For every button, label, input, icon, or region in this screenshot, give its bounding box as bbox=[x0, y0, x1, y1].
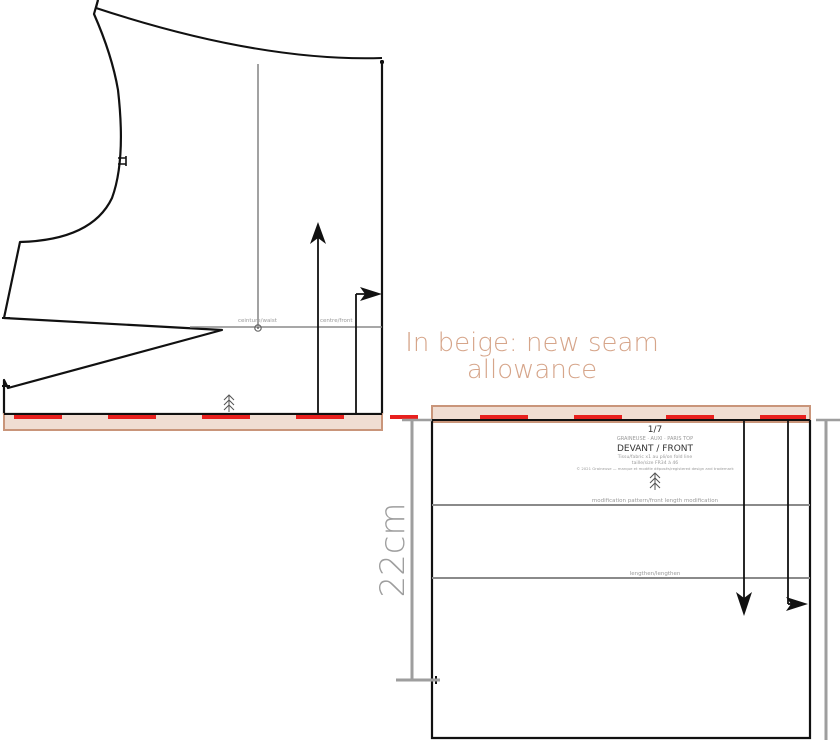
front-guide-2-label: lengthen/lengthen bbox=[630, 571, 681, 577]
front-piece: modification pattern/front length modifi… bbox=[430, 405, 812, 740]
bodice-outline bbox=[2, 0, 384, 416]
dimension-right bbox=[816, 418, 840, 740]
annotation-line-1: In beige: new seam bbox=[405, 328, 659, 358]
front-note-2: taille/size FR34 à 46 bbox=[632, 459, 679, 466]
dimension-22cm bbox=[396, 418, 440, 682]
front-fold-arrowhead bbox=[786, 597, 808, 611]
front-grain-arrowhead bbox=[736, 592, 752, 616]
front-title: DEVANT / FRONT bbox=[617, 444, 694, 454]
front-pattern-line: GRAINEUSE · AUXI · PARIS TOP bbox=[617, 436, 693, 442]
front-page-number: 1/7 bbox=[648, 425, 662, 435]
bodice-shoulder bbox=[94, 0, 383, 60]
front-note-1: Tissu/fabric x1 au pli/on fold line bbox=[617, 454, 693, 460]
bodice-grain-arrowhead bbox=[310, 222, 326, 244]
bodice-target-mark bbox=[254, 324, 262, 332]
bodice-fold-arrowhead bbox=[360, 287, 382, 301]
front-grain-icon bbox=[649, 472, 661, 490]
dimension-label: 22cm bbox=[373, 502, 413, 597]
bodice-piece: ceinture/waist centre/front bbox=[2, 0, 384, 416]
bodice-waist-label: ceinture/waist bbox=[238, 318, 278, 324]
bodice-grain-icon bbox=[223, 394, 235, 412]
annotation-line-2: allowance bbox=[467, 355, 597, 385]
bodice-front-label: centre/front bbox=[320, 318, 353, 324]
bodice-target-center bbox=[257, 327, 259, 329]
front-guide-1-label: modification pattern/front length modifi… bbox=[592, 498, 719, 504]
front-note-3: © 2021 Graineuse — marque et modèle dépo… bbox=[576, 466, 734, 471]
armhole-notch bbox=[118, 156, 127, 166]
